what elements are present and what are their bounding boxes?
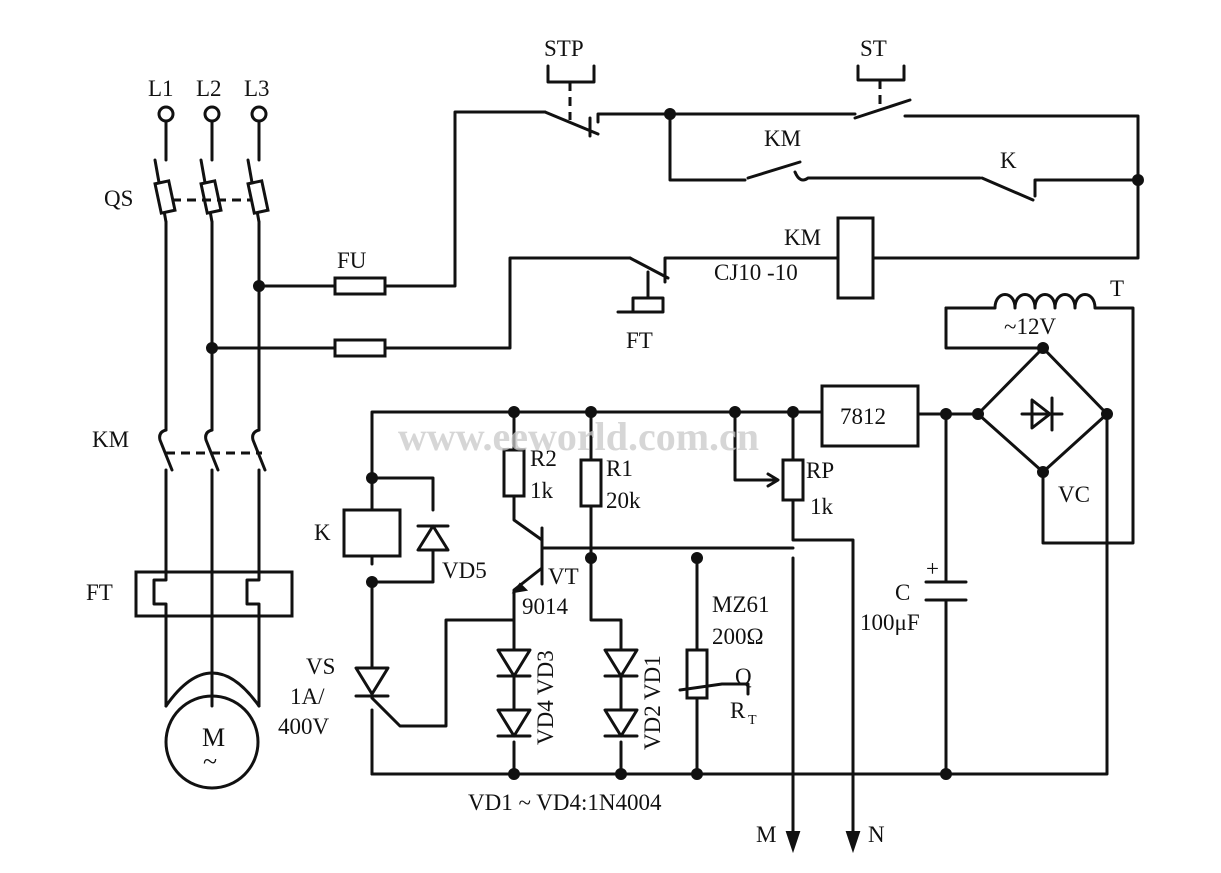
label-vt-model: 9014 [522, 594, 569, 619]
label-ft-overload: FT [86, 580, 113, 605]
km-coil [836, 216, 875, 300]
label-rt: R [730, 698, 746, 723]
relay-k [342, 508, 402, 558]
label-capacitor: C [895, 580, 910, 605]
diode-vd1 [603, 648, 639, 678]
fuse-fu-1 [333, 276, 387, 296]
label-vs-rating2: 400V [278, 714, 330, 739]
label-q: Q [735, 664, 752, 689]
label-km-aux: KM [764, 126, 801, 151]
label-vd4-vd3: VD4 VD3 [533, 650, 558, 745]
transistor-vt [370, 526, 795, 728]
label-vd2-vd1: VD2 VD1 [640, 655, 665, 750]
control-circuit [543, 64, 1144, 314]
label-qs: QS [104, 186, 133, 211]
diode-vd2 [603, 674, 639, 738]
label-st: ST [860, 36, 887, 61]
transformer-t [944, 293, 1135, 545]
output-m-arrow [785, 831, 801, 854]
label-regulator: 7812 [840, 404, 886, 429]
label-l2: L2 [196, 76, 222, 101]
label-motor: M [202, 723, 225, 752]
label-mz61: MZ61 [712, 592, 770, 617]
qs-fuse-3 [246, 179, 270, 215]
terminal-l2 [203, 105, 221, 123]
label-l1: L1 [148, 76, 174, 101]
label-diode-note: VD1 ~ VD4:1N4004 [468, 790, 662, 815]
label-mz61-value: 200Ω [712, 624, 764, 649]
ft-nc-contact [628, 256, 840, 284]
regulator-7812 [820, 384, 920, 448]
km-main-contacts [158, 428, 267, 472]
label-m-out: M [756, 822, 776, 847]
label-rp: RP [806, 458, 834, 483]
label-r2: R2 [530, 446, 557, 471]
terminal-l1 [157, 105, 175, 123]
output-n-arrow [845, 831, 861, 854]
label-fu: FU [337, 248, 367, 273]
resistor-r2 [502, 448, 526, 498]
label-km-coil: KM [784, 225, 821, 250]
power-supply [342, 293, 1135, 854]
qs-fuse-1 [153, 179, 177, 215]
label-km-contacts: KM [92, 427, 129, 452]
power-circuit [134, 105, 632, 790]
label-rp-value: 1k [810, 494, 834, 519]
diode-vd3 [496, 648, 532, 678]
stp-button [543, 110, 672, 138]
label-relay-k: K [314, 520, 331, 545]
label-vt: VT [548, 564, 579, 589]
terminal-l3 [250, 105, 268, 123]
label-n-out: N [868, 822, 885, 847]
label-vs: VS [306, 654, 335, 679]
label-rt-sub: T [748, 713, 757, 728]
label-r2-value: 1k [530, 478, 554, 503]
label-k-contact: K [1000, 148, 1017, 173]
label-capacitor-value: 100μF [860, 610, 920, 635]
labels: L1 L2 L3 QS FU KM FT M ~ STP ST KM K KM … [86, 36, 1124, 847]
label-transformer: T [1110, 276, 1124, 301]
label-motor-ac: ~ [203, 747, 217, 776]
resistor-r1 [579, 458, 603, 508]
thermistor-rt [685, 648, 709, 700]
fuse-fu-2 [333, 338, 387, 358]
watermark: www.eeworld.com.cn [398, 414, 759, 459]
label-vd5: VD5 [442, 558, 487, 583]
label-l3: L3 [244, 76, 270, 101]
motor [164, 694, 260, 790]
st-button [856, 64, 906, 82]
thyristor-vs [354, 666, 390, 698]
km-aux-contact [668, 112, 1140, 202]
label-r1: R1 [606, 456, 633, 481]
label-r1-value: 20k [606, 488, 641, 513]
label-ft-contact: FT [626, 328, 653, 353]
label-transformer-voltage: ~12V [1004, 314, 1056, 339]
qs-fuse-2 [199, 179, 223, 215]
label-stp: STP [544, 36, 584, 61]
diode-vd5 [416, 524, 450, 552]
label-vs-rating1: 1A/ [290, 684, 325, 709]
diode-vd4 [496, 674, 532, 738]
label-capacitor-plus: + [926, 556, 939, 581]
label-bridge: VC [1058, 482, 1090, 507]
potentiometer-rp [781, 458, 805, 502]
label-km-model: CJ10 -10 [714, 260, 798, 285]
